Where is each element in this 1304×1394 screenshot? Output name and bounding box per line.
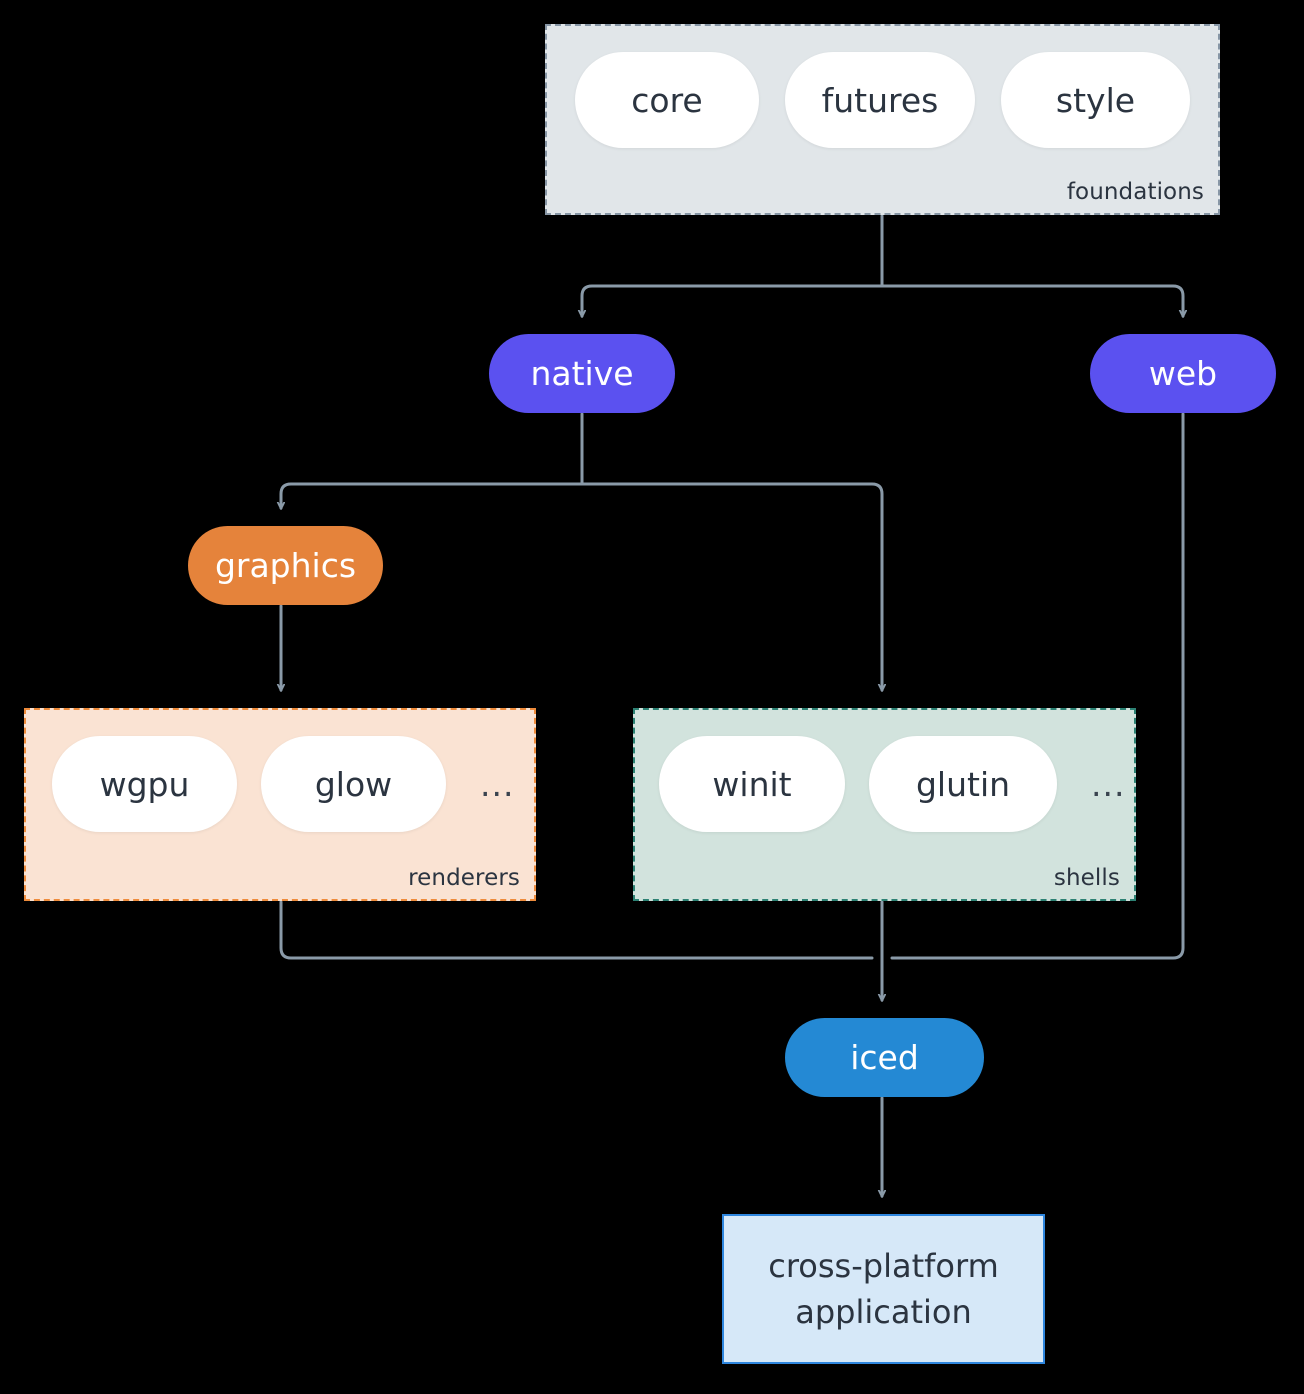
edge-renderers-to-merge [279,900,874,960]
shells-chip-row: winit glutin ... [659,736,1135,832]
edge-foundations-to-web [880,284,1183,316]
foundations-chip-row: core futures style [575,52,1190,148]
chip-winit[interactable]: winit [659,736,845,832]
application-line-1: cross-platform [768,1246,999,1285]
chip-style[interactable]: style [1001,52,1190,148]
chip-glow[interactable]: glow [261,736,446,832]
chip-wgpu[interactable]: wgpu [52,736,237,832]
chip-core[interactable]: core [575,52,759,148]
edge-native-to-shells [580,482,882,690]
shells-ellipsis: ... [1091,764,1126,804]
edge-native-to-graphics [281,482,584,508]
group-shells: winit glutin ... shells [633,708,1136,901]
chip-glutin[interactable]: glutin [869,736,1057,832]
renderers-ellipsis: ... [480,764,515,804]
node-web[interactable]: web [1090,334,1276,413]
chip-futures[interactable]: futures [785,52,975,148]
renderers-chip-row: wgpu glow ... [52,736,524,832]
edge-foundations-to-native [582,284,884,316]
application-line-2: application [795,1293,972,1331]
group-renderers: wgpu glow ... renderers [24,708,536,901]
node-iced[interactable]: iced [785,1018,984,1097]
group-foundations: core futures style foundations [545,24,1220,215]
shells-group-label: shells [1053,865,1120,891]
node-native[interactable]: native [489,334,675,413]
node-cross-platform-application[interactable]: cross-platform application [722,1214,1045,1364]
renderers-group-label: renderers [408,865,520,891]
node-graphics[interactable]: graphics [188,526,383,605]
foundations-group-label: foundations [1066,179,1204,205]
